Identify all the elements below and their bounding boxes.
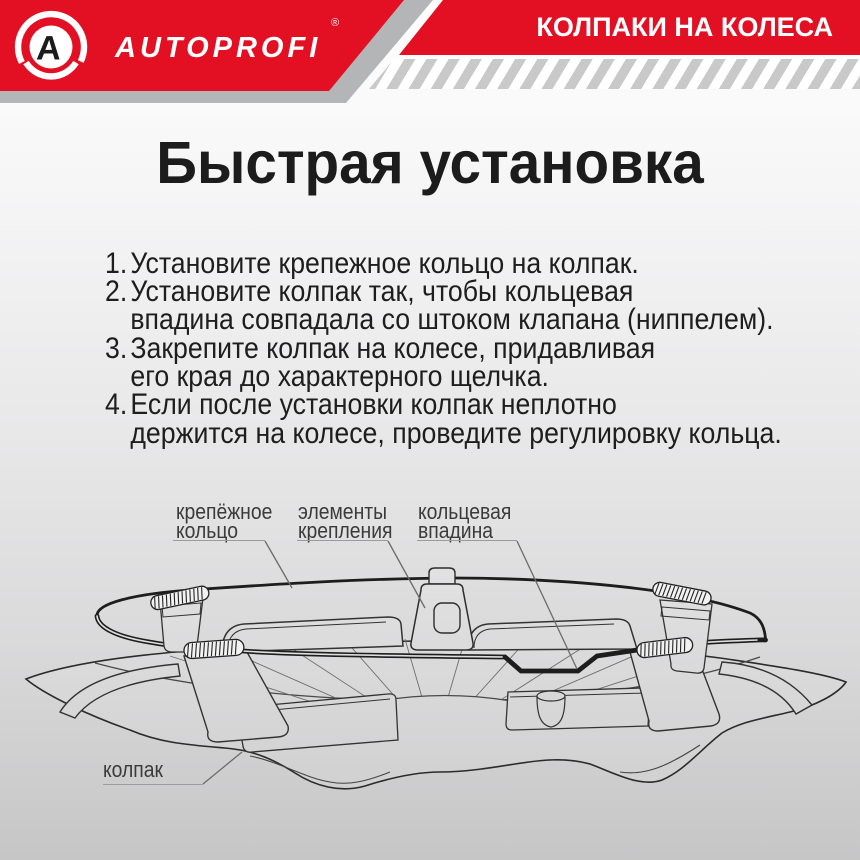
- page-title: Быстрая установка: [156, 130, 704, 196]
- fastening-ring-front: [94, 613, 768, 674]
- underline-fastening-ring: [173, 540, 265, 541]
- label-cap: колпак: [103, 757, 164, 782]
- logo-letter: A: [35, 30, 62, 68]
- underline-cap: [103, 784, 203, 785]
- registered-mark: ®: [331, 17, 340, 29]
- step-3: 3.Закрепите колпак на колесе, придавлива…: [104, 331, 655, 393]
- header-hazard-stripes: [369, 59, 860, 89]
- underline-fastening-elements: [297, 540, 388, 541]
- step-1: 1.Установите крепежное кольцо на колпак.: [104, 246, 639, 280]
- coil-front-left: [183, 638, 245, 660]
- coil-rim-left: [150, 585, 210, 611]
- coil-rim-right: [652, 581, 712, 606]
- leader-lines: [202, 540, 578, 785]
- coil-front-right: [636, 636, 694, 659]
- brand-logo-icon: A: [14, 10, 88, 80]
- center-clip: [410, 567, 474, 651]
- brand-wordmark: AUTOPROFI: [115, 31, 322, 64]
- instruction-steps: 1.Установите крепежное кольцо на колпак.…: [104, 246, 793, 450]
- product-badge: КОЛПАКИ НА КОЛЕСА: [536, 12, 833, 42]
- step-2: 2.Установите колпак так, чтобы кольцевая…: [104, 274, 774, 337]
- underline-ring-groove: [417, 540, 517, 541]
- header-right-red-bar: [399, 0, 860, 55]
- right-rim-bracket: [659, 599, 713, 674]
